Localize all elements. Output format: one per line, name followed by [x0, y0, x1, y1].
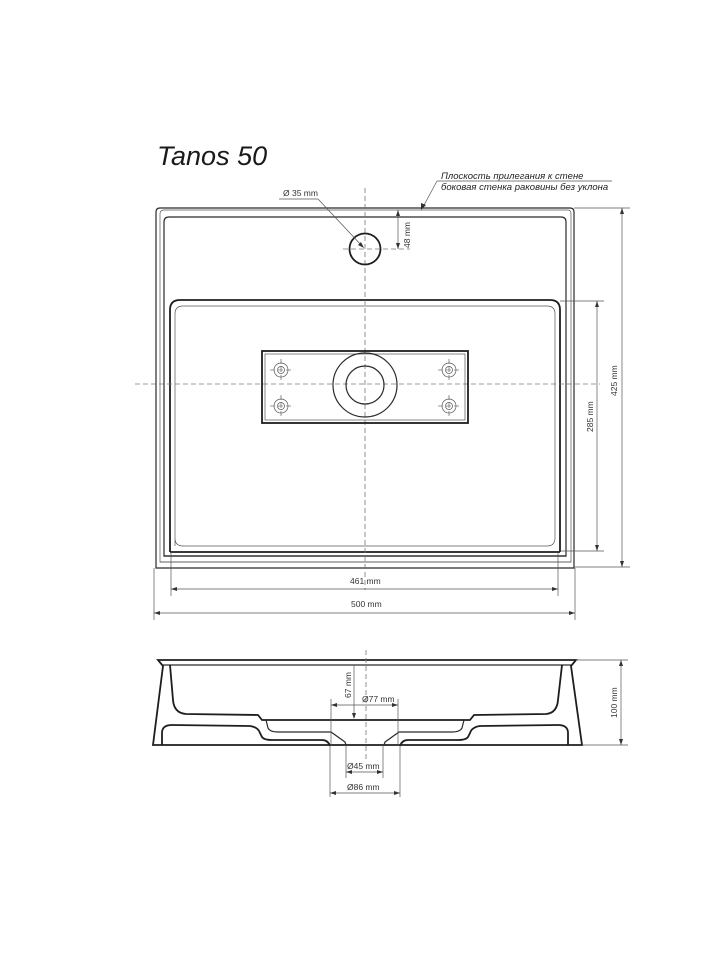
- drain-plate: [261, 350, 469, 424]
- wall-note-line2: боковая стенка раковины без уклона: [441, 182, 608, 193]
- top-view: Ø 35 mm 48 mm 285 mm 425 mm 461 mm: [135, 188, 630, 620]
- tap-hole-offset-label: 48 mm: [402, 222, 412, 248]
- wall-note-line1: Плоскость прилегания к стене: [441, 171, 583, 182]
- bowl-width-label: 461 mm: [350, 576, 381, 586]
- bowl-height-label: 67 mm: [343, 672, 353, 698]
- bowl-depth-label: 285 mm: [585, 401, 595, 432]
- overall-height-label: 100 mm: [609, 687, 619, 718]
- drain-inner-diameter-label: Ø45 mm: [347, 761, 380, 771]
- drain-outer-diameter-label: Ø86 mm: [347, 782, 380, 792]
- product-title: Tanos 50: [157, 141, 267, 171]
- overall-depth-label: 425 mm: [609, 365, 619, 396]
- side-view: 67 mm Ø77 mm Ø45 mm Ø86 mm 100 mm: [151, 650, 628, 797]
- wall-note: Плоскость прилегания к стене боковая сте…: [421, 171, 612, 210]
- tap-hole-diameter-label: Ø 35 mm: [283, 188, 318, 198]
- tap-hole-icon: [348, 232, 382, 266]
- drain-top-diameter-label: Ø77 mm: [362, 694, 395, 704]
- overall-width-label: 500 mm: [351, 599, 382, 609]
